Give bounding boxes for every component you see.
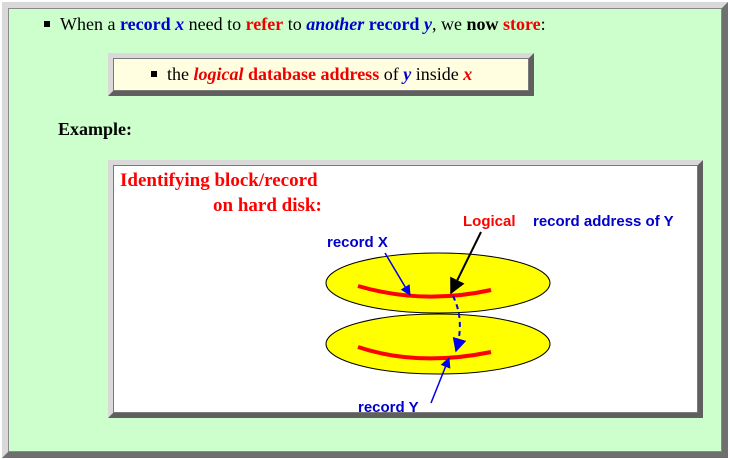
example-heading: Example: xyxy=(58,119,132,139)
platter-bottom xyxy=(325,313,551,375)
sub-logical: logical xyxy=(193,64,244,84)
intro-store: store xyxy=(502,14,541,34)
intro-y: y xyxy=(423,14,432,34)
sub-bullet-box: the logical database address of y inside… xyxy=(108,53,534,96)
record-address-label: record address of Y xyxy=(533,213,674,230)
sub-of: of xyxy=(383,64,399,84)
intro-now: now xyxy=(466,14,499,34)
sub-y: y xyxy=(403,64,412,84)
intro-record-1: record xyxy=(119,14,171,34)
sub-bullet-box-border xyxy=(113,58,529,91)
sub-inside: inside xyxy=(415,64,459,84)
sub-x: x xyxy=(463,64,473,84)
disk-diagram-svg: Identifying block/record on hard disk: L… xyxy=(120,170,674,413)
intro-x: x xyxy=(175,14,185,34)
intro-need-to: need to xyxy=(188,14,242,34)
dashed-pointer-arrow xyxy=(452,295,467,353)
record-x-label: record X xyxy=(327,234,388,251)
intro-text-1: When a xyxy=(60,14,116,34)
diagram-title-line-2: on hard disk: xyxy=(213,195,322,216)
bullet-square-icon xyxy=(44,20,50,27)
intro-record-2: record xyxy=(368,14,420,34)
logical-label: Logical xyxy=(463,213,516,230)
record-y-arrow xyxy=(430,357,451,404)
disk-diagram-border xyxy=(113,165,698,413)
content-panel-border xyxy=(8,8,722,452)
platter-top xyxy=(325,252,551,314)
intro-colon: : xyxy=(540,14,546,34)
bullet-square-icon xyxy=(151,70,157,77)
diagram-title-line-1: Identifying block/record xyxy=(120,170,318,191)
intro-we: , we xyxy=(431,14,462,34)
intro-to: to xyxy=(287,14,302,34)
track-top xyxy=(357,284,492,299)
record-x-arrow xyxy=(384,252,411,296)
track-bottom xyxy=(357,345,492,361)
intro-refer: refer xyxy=(245,14,284,34)
sub-the: the xyxy=(167,64,189,84)
intro-another: another xyxy=(306,14,365,34)
intro-bullet: When a record x need to refer to another… xyxy=(44,14,546,35)
sub-db-address: database address xyxy=(248,64,380,84)
sub-bullet: the logical database address of y inside… xyxy=(151,64,472,85)
logical-address-arrow xyxy=(450,231,482,295)
record-y-label: record Y xyxy=(358,399,419,413)
disk-diagram: Identifying block/record on hard disk: L… xyxy=(108,160,703,418)
